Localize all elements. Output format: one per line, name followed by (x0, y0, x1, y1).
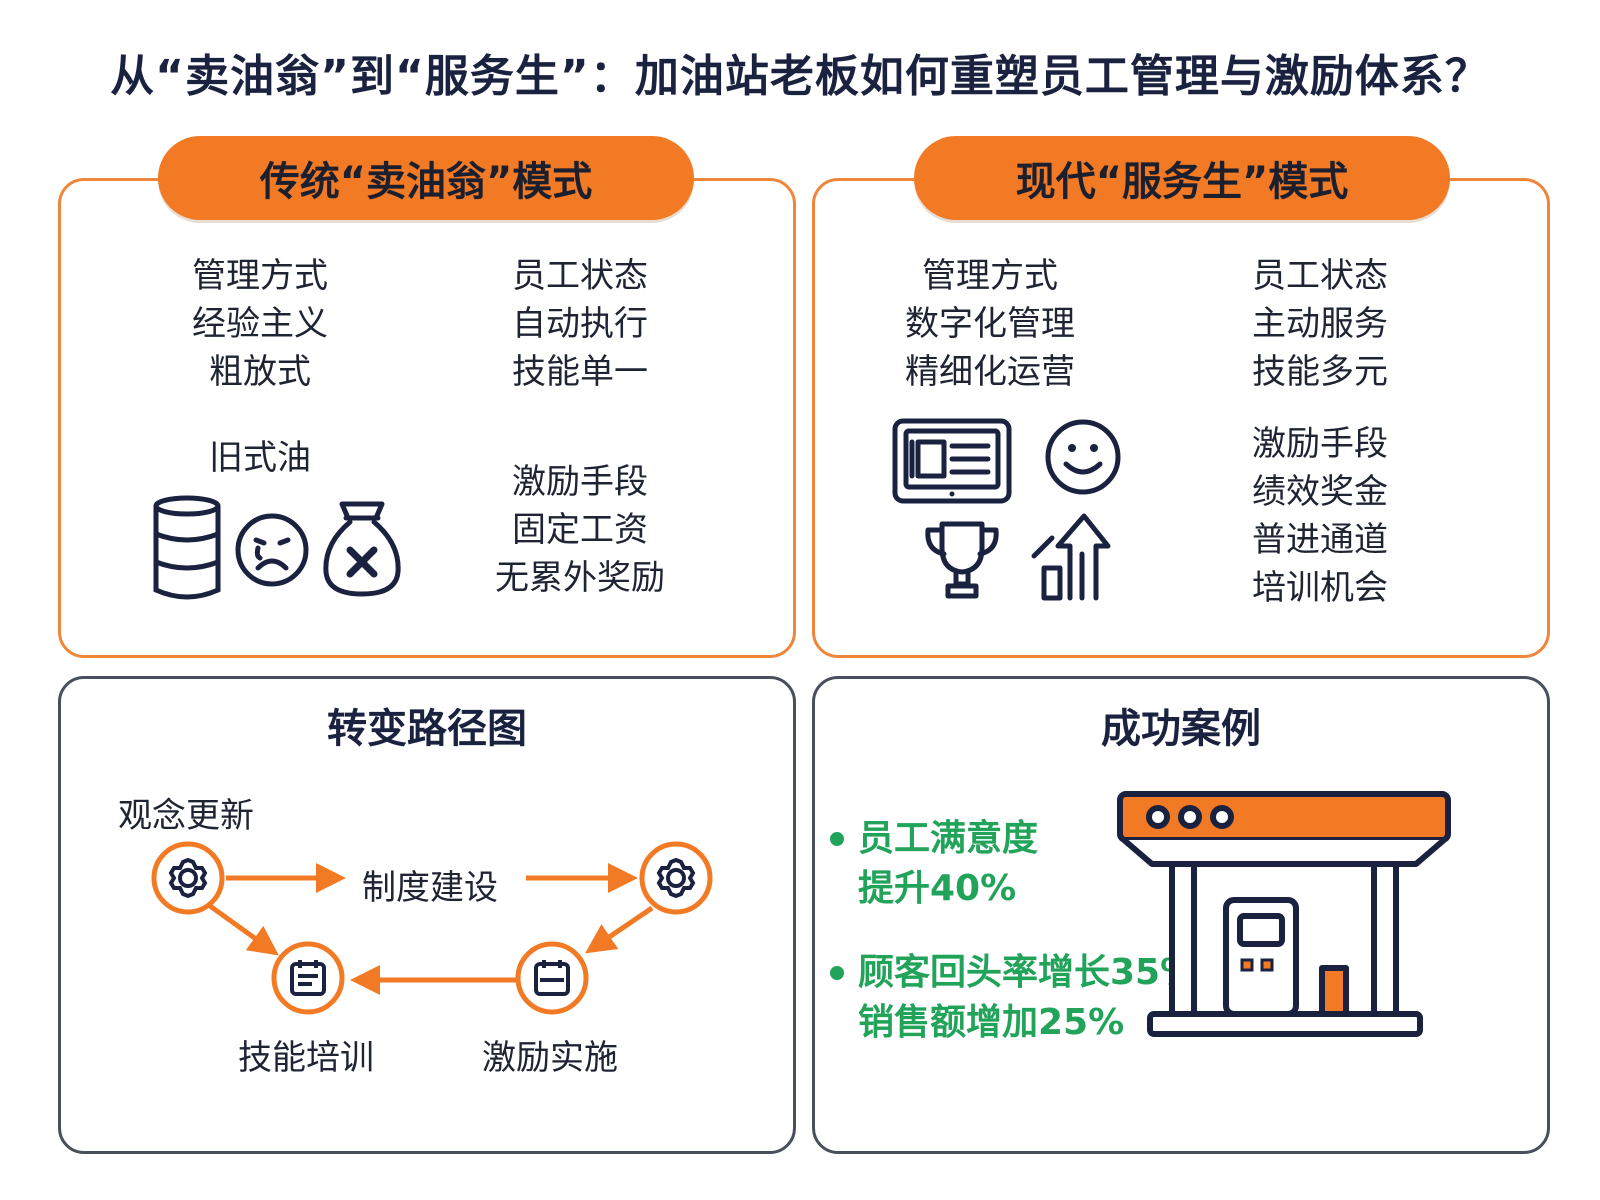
modern-staff-item: 技能多元 (1252, 352, 1388, 392)
step-training-label: 技能培训 (238, 1038, 374, 1078)
modern-management-heading: 管理方式 (922, 256, 1058, 296)
traditional-mode-panel (58, 178, 796, 658)
traditional-old-label: 旧式油 (209, 438, 311, 478)
case-item-satisfaction: 员工满意度 提升40% (858, 814, 1038, 914)
smiley-face-icon (1045, 419, 1121, 495)
node-training (271, 941, 345, 1015)
calendar-icon (534, 960, 570, 996)
growth-arrow-icon (1031, 513, 1111, 601)
transformation-path-panel (58, 676, 796, 1154)
arrow-concept-to-training (208, 903, 279, 956)
traditional-incentive-heading: 激励手段 (512, 462, 648, 502)
step-system-label: 制度建设 (362, 868, 498, 908)
case-item-growth: 顾客回头率增长35% 销售额增加25% (858, 948, 1196, 1048)
traditional-incentive-block: 激励手段 固定工资 无累外奖励 (470, 458, 690, 602)
traditional-management-block: 管理方式 经验主义 粗放式 (160, 252, 360, 396)
node-gear-right (639, 841, 713, 915)
modern-mode-panel (812, 178, 1550, 658)
case-line: 顾客回头率增长35% (858, 952, 1197, 993)
cases-title: 成功案例 (1101, 706, 1261, 752)
step-concept-label: 观念更新 (118, 796, 254, 836)
step-incentive-label: 激励实施 (482, 1038, 618, 1078)
modern-management-item: 精细化运营 (905, 352, 1075, 392)
gas-station-icon (1117, 791, 1451, 1037)
modern-incentive-block: 激励手段 绩效奖金 普进通道 培训机会 (1220, 420, 1420, 612)
oil-barrel-icon (153, 495, 221, 600)
traditional-mode-header: 传统“卖油翁”模式 (158, 136, 694, 220)
node-gear-left (151, 841, 225, 915)
path-title: 转变路径图 (327, 706, 527, 752)
traditional-management-item: 经验主义 (192, 304, 328, 344)
modern-incentive-heading: 激励手段 (1252, 424, 1388, 464)
path-arrows (208, 863, 654, 995)
traditional-management-item: 粗放式 (209, 352, 311, 392)
money-bag-cross-icon (323, 501, 401, 597)
modern-management-item: 数字化管理 (905, 304, 1075, 344)
clipboard-icon (290, 960, 326, 996)
traditional-management-heading: 管理方式 (192, 256, 328, 296)
modern-incentive-item: 绩效奖金 (1252, 472, 1388, 512)
page-title: 从“卖油翁”到“服务生”：加油站老板如何重塑员工管理与激励体系？ (110, 51, 1490, 102)
modern-staff-heading: 员工状态 (1252, 256, 1388, 296)
gear-icon (656, 857, 696, 899)
modern-staff-item: 主动服务 (1252, 304, 1388, 344)
tablet-dashboard-icon (892, 418, 1012, 504)
sad-face-icon (235, 513, 309, 587)
traditional-staff-item: 技能单一 (512, 352, 648, 392)
traditional-incentive-item: 固定工资 (512, 510, 648, 550)
traditional-incentive-item: 无累外奖励 (495, 558, 665, 598)
gear-icon (168, 857, 208, 899)
modern-incentive-item: 培训机会 (1252, 568, 1388, 608)
trophy-icon (925, 521, 999, 599)
case-line: 员工满意度 (858, 818, 1039, 859)
case-line: 提升40% (858, 868, 1017, 909)
bullet-dot (830, 966, 844, 980)
traditional-staff-heading: 员工状态 (512, 256, 648, 296)
bullet-dot (830, 832, 844, 846)
traditional-staff-item: 自动执行 (512, 304, 648, 344)
modern-incentive-item: 普进通道 (1252, 520, 1388, 560)
modern-management-block: 管理方式 数字化管理 精细化运营 (880, 252, 1100, 396)
arrow-gear-to-incentive (585, 905, 654, 954)
modern-staff-block: 员工状态 主动服务 技能多元 (1220, 252, 1420, 396)
case-line: 销售额增加25% (858, 1002, 1125, 1043)
modern-mode-header: 现代“服务生”模式 (914, 136, 1450, 220)
traditional-staff-block: 员工状态 自动执行 技能单一 (480, 252, 680, 396)
node-incentive (515, 941, 589, 1015)
